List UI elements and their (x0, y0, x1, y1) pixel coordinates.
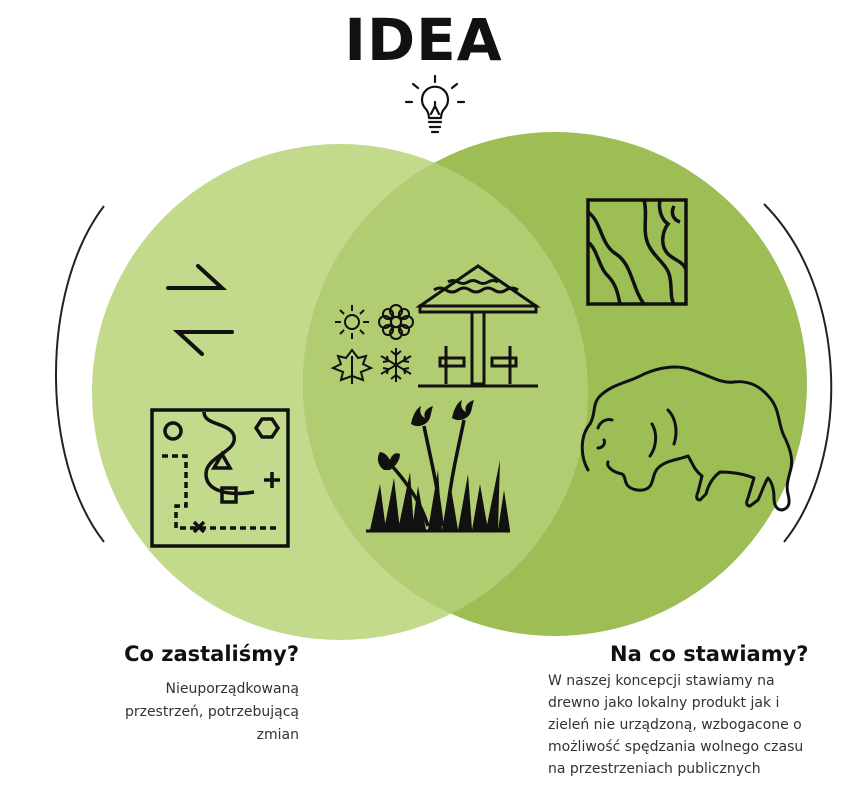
exchange-arrows-icon (166, 264, 234, 356)
wood-grain-icon (586, 198, 688, 306)
snowflake-icon (380, 348, 412, 382)
left-line: Nieuporządkowaną (165, 681, 299, 697)
bison-icon (580, 365, 794, 512)
right-bracket (763, 203, 833, 543)
right-heading: Na co stawiamy? (610, 642, 809, 666)
right-line: możliwość spędzania wolnego czasu (548, 739, 804, 755)
leaf-icon (330, 348, 374, 384)
left-bracket (55, 205, 105, 543)
left-line: przestrzeń, potrzebującą (124, 704, 299, 720)
lightbulb-icon (404, 74, 466, 134)
treasure-map-icon (150, 408, 290, 548)
right-line: na przestrzeniach publicznych (548, 761, 761, 777)
gazebo-icon (415, 264, 541, 388)
left-description: Nieuporządkowaną przestrzeń, potrzebując… (125, 678, 299, 747)
page-title: IDEA (344, 6, 503, 74)
right-line: drewno jako lokalny produkt jak i (548, 695, 780, 711)
right-description: W naszej koncepcji stawiamy na drewno ja… (548, 670, 847, 780)
overlap-region (303, 144, 588, 636)
left-line: zmian (256, 727, 299, 743)
left-heading: Co zastaliśmy? (124, 642, 299, 666)
flower-icon (378, 304, 414, 340)
sun-icon (335, 305, 369, 339)
right-line: W naszej koncepcji stawiamy na (548, 673, 775, 689)
weather-seasons-icon (330, 304, 414, 384)
tulips-grass-icon (366, 400, 510, 533)
right-line: zieleń nie urządzoną, wzbogacone o (548, 717, 802, 733)
